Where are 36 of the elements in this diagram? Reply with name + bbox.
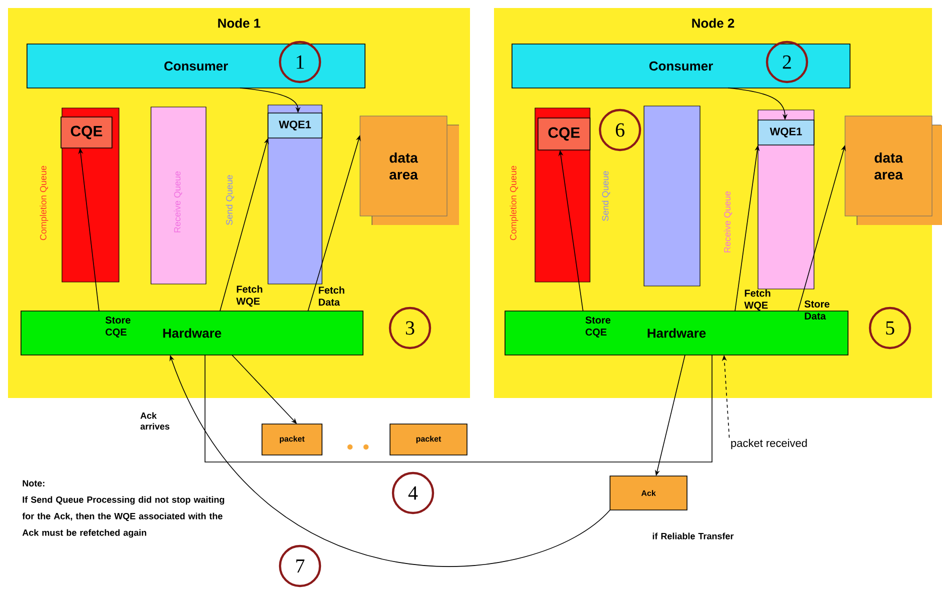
edge-label: Store CQE	[586, 316, 610, 338]
data-area-box: data area	[844, 116, 942, 226]
note-text: packet received	[731, 438, 807, 450]
queue-bar	[644, 106, 700, 286]
step-number: 7	[278, 544, 322, 588]
queue-entry: WQE1	[758, 120, 814, 146]
note-heading: Note:	[22, 480, 44, 486]
queue-entry: CQE	[538, 118, 590, 150]
packet-box: packet	[262, 424, 322, 456]
edge-label: Store CQE	[105, 316, 130, 338]
step-number: 3	[388, 306, 432, 350]
queue-label: Completion Queue	[40, 166, 48, 240]
queue-label: Completion Queue	[510, 166, 518, 240]
queue-bar: Receive Queue	[150, 106, 206, 284]
queue-entry: CQE	[60, 116, 112, 148]
packet-box: packet	[390, 424, 468, 456]
step-number: 5	[868, 306, 912, 350]
step-number: 1	[278, 40, 322, 84]
queue-label: Send Queue	[602, 171, 610, 221]
queue-entry: WQE1	[268, 112, 322, 138]
step-number: 2	[766, 40, 808, 84]
edge-label: Fetch WQE	[744, 289, 770, 311]
edge-label: Fetch WQE	[236, 285, 262, 307]
data-area-box: data area	[360, 116, 460, 226]
edge-label: Fetch Data	[318, 286, 344, 306]
edge-label: Store Data	[804, 300, 830, 320]
step-number: 4	[392, 472, 434, 514]
link-line	[204, 354, 712, 462]
label-text: if Reliable Transfer	[652, 532, 734, 540]
step-number: 6	[598, 108, 642, 152]
note-text: If Send Queue Processing did not stop waiting for the Ack, then the WQE associated with the Ack must be refetched again	[22, 496, 224, 538]
queue-label: Receive Queue	[724, 191, 732, 252]
queue-label: Send Queue	[226, 175, 234, 225]
label-text: Ack arrives	[140, 412, 170, 430]
arrow	[232, 354, 297, 424]
packet-box: Ack	[610, 476, 688, 510]
